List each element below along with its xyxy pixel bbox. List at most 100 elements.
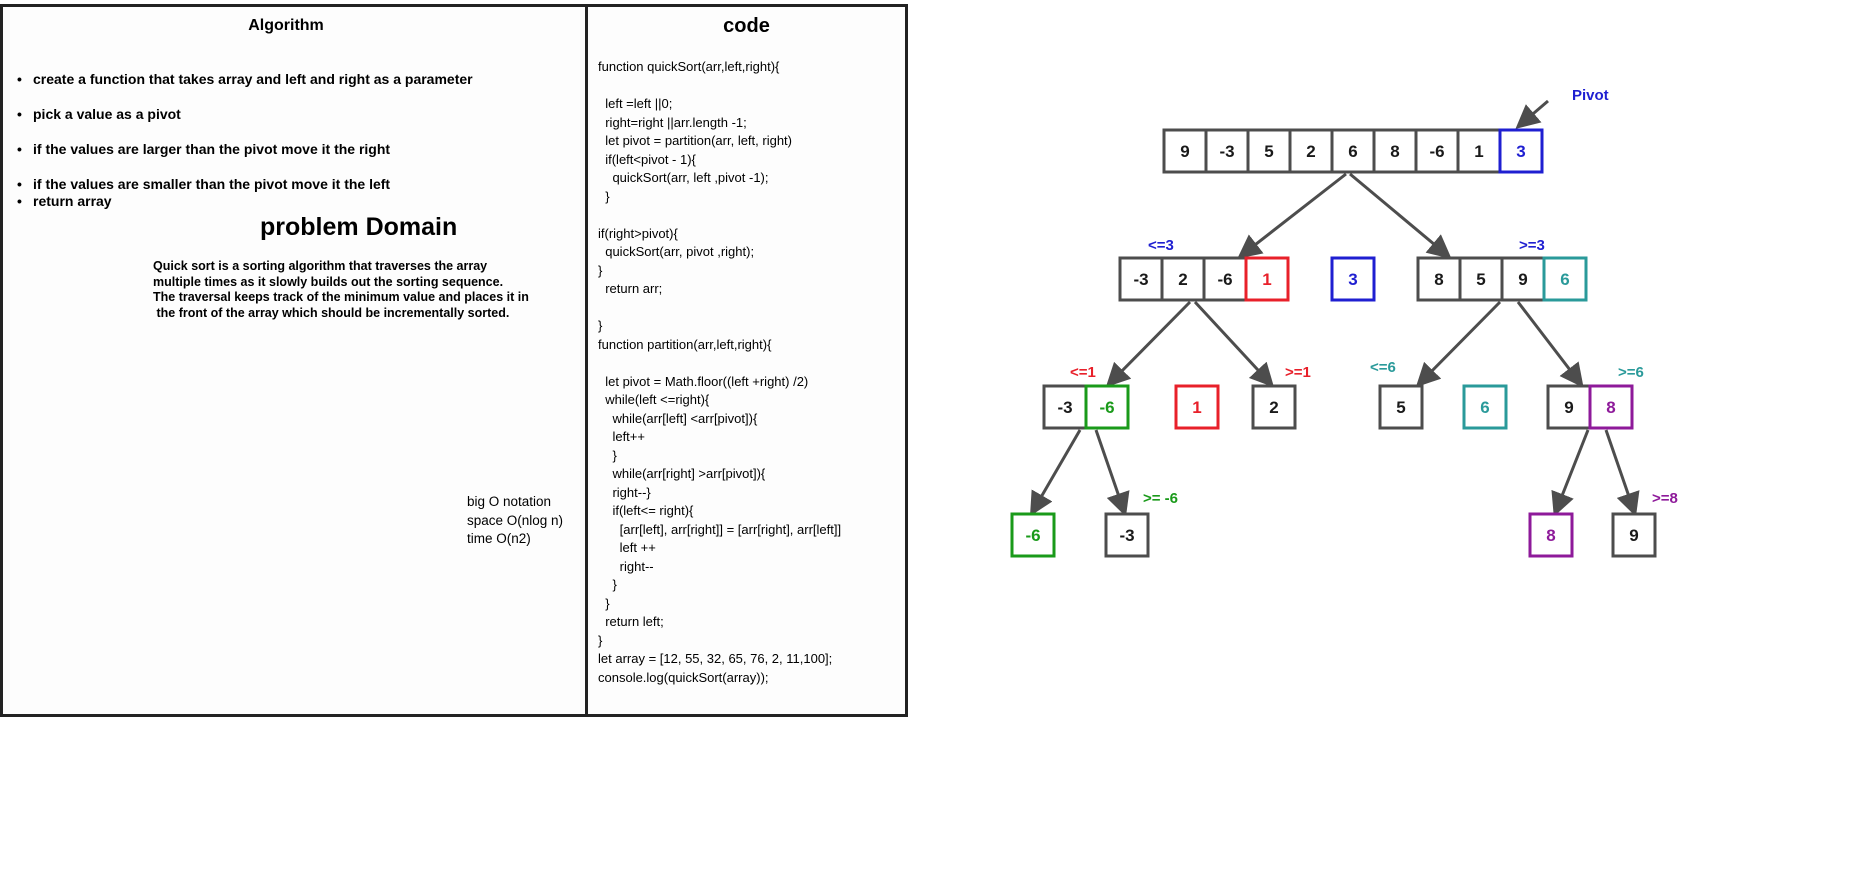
code-line: left ++ — [598, 540, 656, 555]
pivot-cell-value: 3 — [1348, 270, 1357, 289]
tree-arrow — [1193, 300, 1275, 388]
code-panel: code function quickSort(arr,left,right){… — [585, 4, 908, 717]
code-line: console.log(quickSort(array)); — [598, 669, 769, 685]
subarray-cell: 6 — [1462, 384, 1508, 430]
right-partition-cell: 5 — [1458, 256, 1504, 302]
subarray-cell: -6 — [1084, 384, 1130, 430]
right-partition-cell-value: 9 — [1518, 270, 1527, 289]
condition-label: <=6 — [1370, 359, 1396, 376]
right-partition-cell-box — [1542, 256, 1588, 302]
subarray-cell-box — [1174, 384, 1220, 430]
problem-domain-line: the front of the array which should be i… — [153, 305, 510, 320]
subarray-cell: 1 — [1174, 384, 1220, 430]
left-partition-cell-box — [1118, 256, 1164, 302]
subarray-cell-value: 9 — [1564, 398, 1573, 417]
code-line: let array = [12, 55, 32, 65, 76, 2, 11,1… — [598, 651, 833, 666]
subarray-cell: -3 — [1042, 384, 1088, 430]
right-partition-cell-value: 5 — [1476, 270, 1485, 289]
right-partition-cell: 9 — [1500, 256, 1546, 302]
leaf-cell-value: -3 — [1119, 526, 1134, 545]
condition-label: >= -6 — [1143, 490, 1178, 507]
array-cell: 1 — [1456, 128, 1502, 174]
array-cell: 8 — [1372, 128, 1418, 174]
leaf-cell-value: -6 — [1025, 526, 1040, 545]
code-line: let pivot = partition(arr, left, right) — [598, 133, 792, 148]
code-line: return left; — [598, 614, 664, 629]
subarray-cell-box — [1462, 384, 1508, 430]
algorithm-step: if the values are smaller than the pivot… — [17, 176, 390, 192]
subarray-cell: 2 — [1251, 384, 1297, 430]
condition-label: <=3 — [1148, 237, 1174, 254]
leaf-cell: -6 — [1010, 512, 1056, 558]
right-partition-cell-value: 8 — [1434, 270, 1443, 289]
problem-domain-heading: problem Domain — [260, 213, 458, 241]
pivot-pointer-arrow — [1515, 99, 1549, 129]
code-line: while(arr[left] <arr[pivot]){ — [598, 410, 758, 426]
pivot-cell-box — [1330, 256, 1376, 302]
left-partition-cell-value: -3 — [1133, 270, 1148, 289]
subarray-cell: 9 — [1546, 384, 1592, 430]
problem-domain-line: multiple times as it slowly builds out t… — [153, 274, 504, 289]
right-partition-cell-box — [1500, 256, 1546, 302]
left-partition-cell-value: 2 — [1178, 270, 1187, 289]
code-line: function quickSort(arr,left,right){ — [598, 59, 780, 74]
left-partition-cell: -3 — [1118, 256, 1164, 302]
array-cell: 2 — [1288, 128, 1334, 174]
array-cell: -3 — [1204, 128, 1250, 174]
tree-arrow — [1237, 172, 1347, 259]
left-partition-cell-box — [1244, 256, 1290, 302]
algorithm-panel: Algorithm create a function that takes a… — [0, 4, 586, 717]
array-cell-value: 3 — [1516, 142, 1525, 161]
tree-arrow — [1604, 429, 1640, 517]
leaf-cell-value: 9 — [1629, 526, 1638, 545]
array-cell-box — [1498, 128, 1544, 174]
array-cell-value: -6 — [1429, 142, 1444, 161]
code-line: } — [598, 447, 617, 463]
subarray-cell-value: 1 — [1192, 398, 1201, 417]
code-line: let pivot = Math.floor((left +right) /2) — [598, 373, 809, 389]
diagram-arrows — [1029, 99, 1640, 517]
array-cell: 3 — [1498, 128, 1544, 174]
left-partition-cell-value: -6 — [1217, 270, 1232, 289]
subarray-cell-box — [1546, 384, 1592, 430]
array-cell-value: 9 — [1180, 142, 1189, 161]
condition-label: >=3 — [1519, 237, 1545, 254]
code-line: [arr[left], arr[right]] = [arr[right], a… — [598, 521, 842, 537]
subarray-cell-value: 5 — [1396, 398, 1405, 417]
problem-domain-line: The traversal keeps track of the minimum… — [153, 290, 529, 304]
right-partition-cell-value: 6 — [1560, 270, 1569, 289]
algorithm-step: if the values are larger than the pivot … — [17, 141, 390, 157]
pivot-cell: 3 — [1330, 256, 1376, 302]
code-title: code — [723, 15, 770, 37]
problem-domain-line: Quick sort is a sorting algorithm that t… — [153, 259, 488, 273]
array-cell: 9 — [1162, 128, 1208, 174]
tree-arrow — [1349, 172, 1452, 259]
leaf-cell: 9 — [1611, 512, 1657, 558]
condition-label: >=1 — [1285, 364, 1311, 381]
leaf-cell: 8 — [1528, 512, 1574, 558]
right-partition-cell: 8 — [1416, 256, 1462, 302]
array-cell-box — [1414, 128, 1460, 174]
code-line: if(left<= right){ — [598, 503, 694, 518]
array-cell-value: 1 — [1474, 142, 1483, 161]
array-cell-value: 8 — [1390, 142, 1399, 161]
leaf-cell-box — [1611, 512, 1657, 558]
code-line: left =left ||0; — [598, 96, 673, 111]
pivot-label: Pivot — [1572, 87, 1609, 104]
big-o-notes: big O notation space O(nlog n) time O(n2… — [467, 493, 563, 549]
algorithm-title: Algorithm — [248, 17, 324, 34]
diagram-labels: Pivot<=3>=3<=1>=1<=6>=6>= -6>=8 — [1070, 87, 1678, 507]
tree-arrow — [1029, 429, 1082, 517]
code-line: } — [598, 262, 603, 278]
tree-arrow — [1105, 300, 1192, 388]
left-partition-cell: 1 — [1244, 256, 1290, 302]
algorithm-step: create a function that takes array and l… — [17, 71, 473, 87]
subarray-cell-value: 6 — [1480, 398, 1489, 417]
code-line: } — [598, 632, 603, 648]
code-line: right--} — [598, 484, 651, 500]
tree-arrow — [1415, 300, 1502, 388]
code-line: return arr; — [598, 281, 663, 296]
code-line: quickSort(arr, pivot ,right); — [598, 244, 755, 259]
subarray-cell-box — [1378, 384, 1424, 430]
